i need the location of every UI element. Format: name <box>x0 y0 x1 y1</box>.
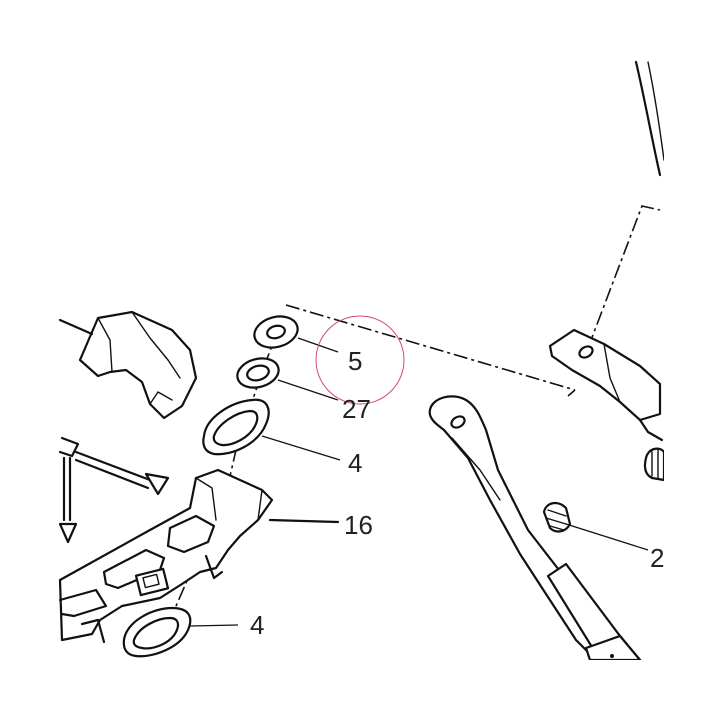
linkage-arm <box>74 450 152 482</box>
leader-5 <box>297 337 339 353</box>
washer-5-outer <box>253 315 299 349</box>
linkage-clip <box>58 436 80 458</box>
bracket-cover-leader <box>58 318 94 336</box>
mount-bracket-hole <box>578 345 594 359</box>
bracket-cover-body <box>78 310 198 420</box>
mount-bracket-edge <box>638 418 664 442</box>
washer-27-hole <box>246 364 270 382</box>
assembly-line-washer-to-bracket <box>285 304 576 391</box>
stand-arm-crease <box>451 437 501 501</box>
stand-arm-hole <box>450 415 466 429</box>
bracket-cover-fold-2 <box>131 311 181 379</box>
crop-mask-right <box>664 0 720 720</box>
grommet-4-lower-inner <box>132 616 180 650</box>
main-bracket-slot <box>166 514 216 554</box>
washer-27 <box>236 357 339 401</box>
callout-4-upper: 4 <box>348 448 362 478</box>
stand-arm <box>428 395 642 662</box>
main-bracket-socket <box>134 567 170 597</box>
main-bracket-socket-inner <box>142 573 160 589</box>
callout-2: 2 <box>650 543 664 573</box>
leader-4-lower <box>189 624 239 627</box>
mount-bracket-fold <box>603 343 621 403</box>
bracket-cover <box>58 310 198 420</box>
assembly-line-corner <box>567 389 576 397</box>
crop-mask-bottom <box>0 660 720 720</box>
grommet-4-upper-inner <box>212 409 259 447</box>
main-bracket-foot <box>204 554 224 580</box>
stand-arm-dot <box>610 654 614 658</box>
linkage-arm-2 <box>74 458 150 490</box>
linkage-rod <box>58 436 170 544</box>
bracket-cover-fold-1 <box>97 317 113 373</box>
main-bracket-lower-flange <box>58 588 108 618</box>
highlight-circle <box>315 315 405 405</box>
bracket-cover-tab <box>149 391 173 405</box>
callout-4-lower: 4 <box>250 610 264 640</box>
washer-27-outer <box>236 357 280 389</box>
callout-27: 27 <box>342 394 371 424</box>
washer-5 <box>253 315 339 353</box>
leader-27 <box>277 379 339 401</box>
callout-16: 16 <box>344 510 373 540</box>
bolt-parts <box>542 447 666 551</box>
linkage-triangle-bottom <box>58 522 78 544</box>
grommet-4-lower <box>122 606 239 658</box>
mount-bracket-body <box>548 328 662 422</box>
set-screw-thread <box>545 509 567 531</box>
set-screw <box>542 502 572 533</box>
callout-labels: 5 27 4 16 4 2 <box>250 346 664 640</box>
callout-5: 5 <box>348 346 362 376</box>
frame-edge-outer <box>634 60 662 177</box>
bolt-thread <box>651 449 659 479</box>
leader-16 <box>268 518 340 524</box>
main-bracket-top-edge <box>217 469 263 521</box>
frame-edge <box>634 60 665 177</box>
bolt-end <box>643 447 666 482</box>
frame-edge-inner <box>647 61 665 161</box>
leader-2 <box>565 523 649 551</box>
assembly-line-bracket-up <box>587 205 661 349</box>
main-bracket-tab <box>80 618 106 644</box>
mount-bracket <box>548 328 664 442</box>
main-bracket <box>58 468 340 644</box>
grommet-4-upper <box>202 398 341 461</box>
leader-4-upper <box>261 435 341 461</box>
linkage-triangle-right <box>144 472 170 496</box>
main-bracket-rib <box>195 477 217 521</box>
washer-5-hole <box>266 324 286 340</box>
